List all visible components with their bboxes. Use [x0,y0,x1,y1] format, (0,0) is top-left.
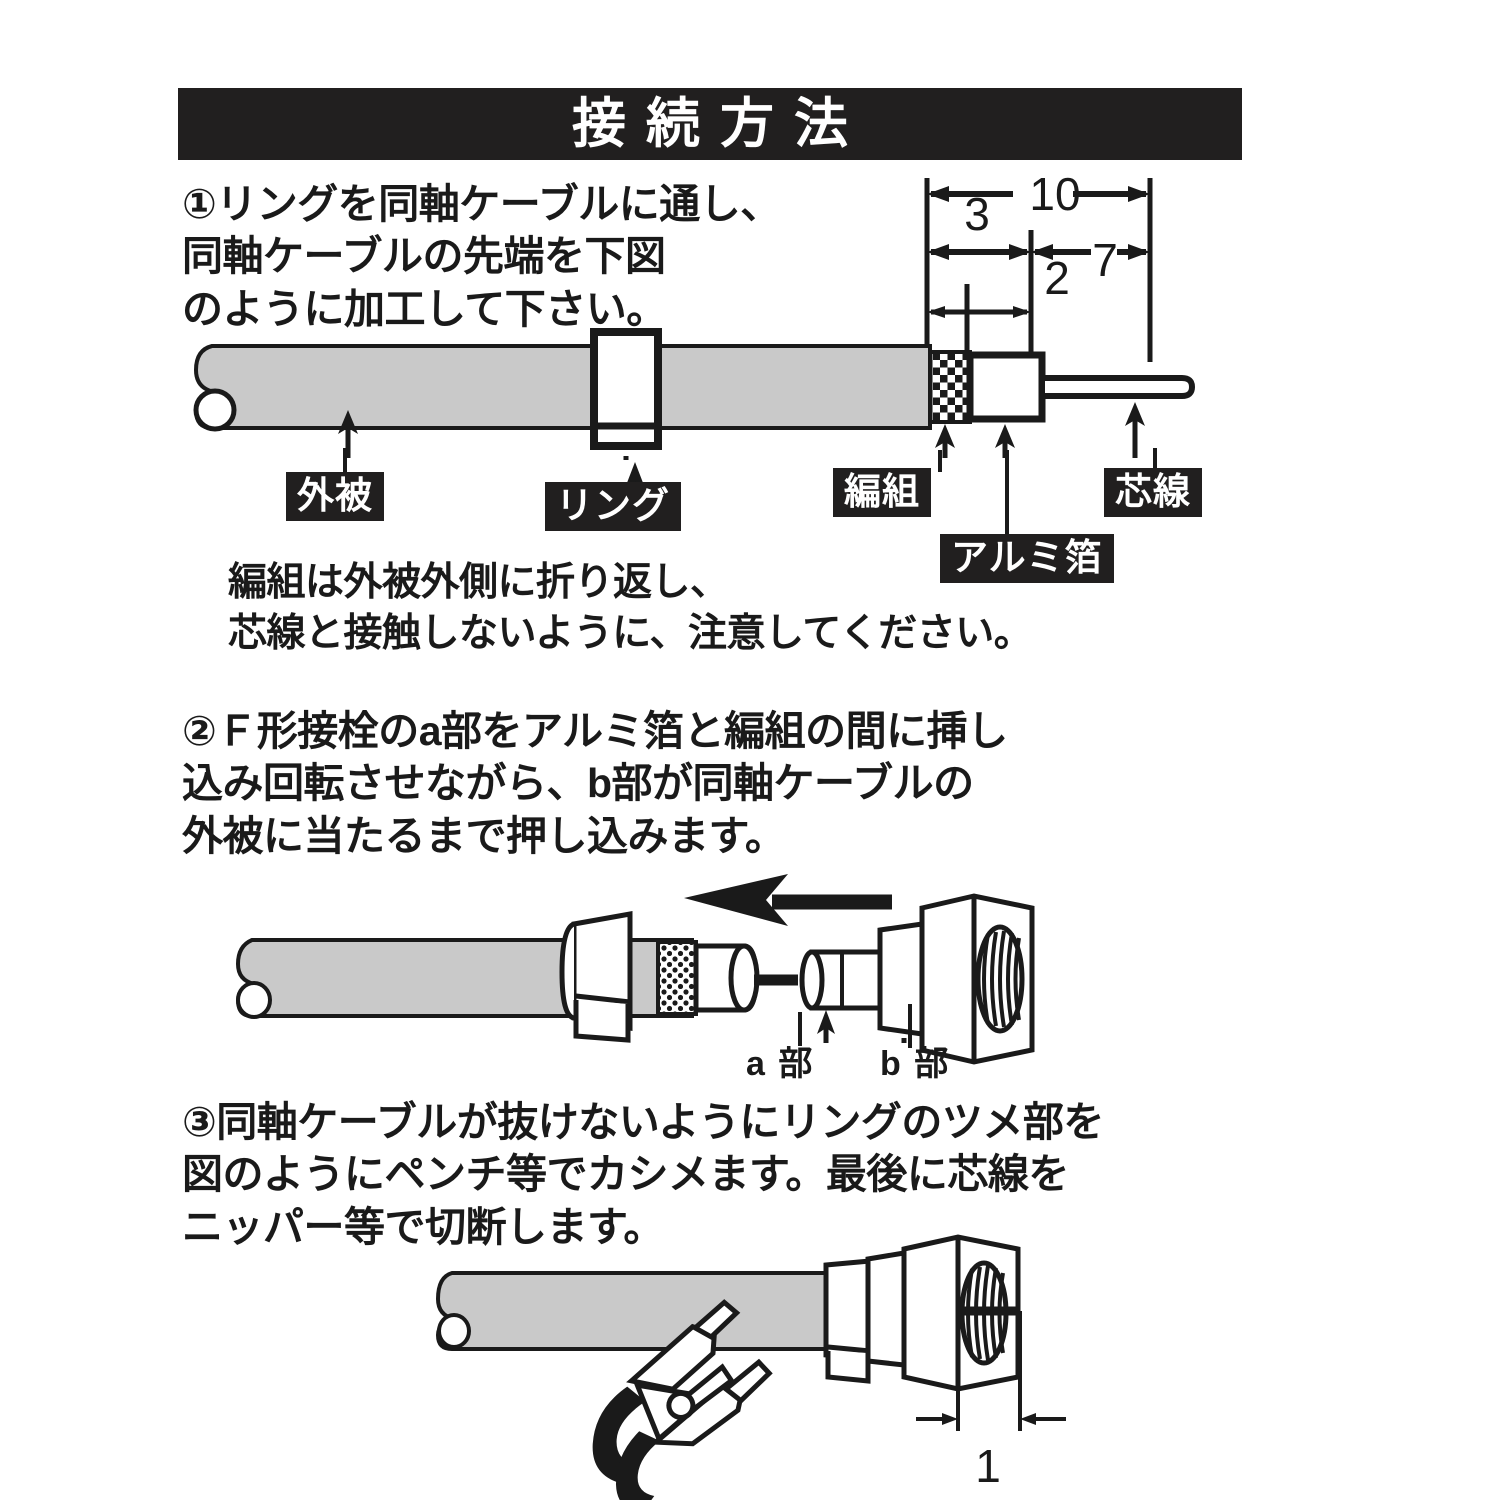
insertion-arrow [684,874,892,926]
arrow-part-a [817,1010,835,1034]
cable-sheath-3 [435,1271,832,1351]
cable-braid-2 [656,940,698,1016]
label-ring: リング [545,482,681,531]
cable-foil [966,351,1046,423]
page-title: 接続方法 [572,94,868,154]
arrow-core [1125,402,1145,426]
crimp-ring-2 [559,911,633,1043]
arrow-braid [935,424,955,448]
step-2-text: ②Ｆ形接栓のa部をアルミ箔と編組の間に挿し 込み回転させながら、b部が同軸ケーブ… [182,708,1008,859]
cable-cross-section [193,388,237,432]
label-foil: アルミ箔 [940,534,1114,583]
label-braid: 編組 [833,468,931,517]
figure-1-cable [190,328,1196,460]
pliers-icon [592,1299,773,1500]
title-banner: 接続方法 [178,88,1242,160]
step-1-text: ①リングを同軸ケーブルに通し、 同軸ケーブルの先端を下図 のように加工して下さい… [182,181,781,332]
label-core: 芯線 [1104,468,1202,517]
figure-3-crimping: 1 [430,1234,1090,1500]
figure-1-dimensions: 10 3 7 2 [905,168,1245,372]
dimension-10: 10 [1029,168,1080,220]
arrow-foil [995,424,1015,448]
braid-leader [935,450,945,472]
dimension-2: 2 [1044,252,1070,304]
dimension-1: 1 [975,1440,1001,1492]
connector-flange-3 [865,1250,907,1368]
arrow-ring [625,462,645,488]
dimension-gap-group: 1 [916,1311,1066,1492]
dimension-3: 3 [964,188,990,240]
dimension-7: 7 [1092,234,1118,286]
connector-part-a [799,949,885,1011]
part-a-leader [795,1012,805,1046]
sheath-leader [340,448,350,474]
arrow-sheath [338,410,358,434]
label-part-b: b 部 [880,1045,951,1083]
foil-leader [1002,450,1012,538]
cable-sheath [193,344,932,430]
step-3-text: ③同軸ケーブルが抜けないようにリングのツメ部を 図のようにペンチ等でカシメます。… [182,1099,1104,1250]
connector-hexnut-3 [901,1234,1021,1392]
figure-2-assembly [232,868,1052,1065]
step-1-note: 編組は外被外側に折り返し、 芯線と接触しないように、注意してください。 [228,561,1033,655]
crimped-ring [823,1258,873,1384]
part-b-leader [905,1004,915,1048]
cable-core [1039,375,1196,399]
label-part-a: a 部 [746,1045,815,1083]
cable-braid [928,350,972,424]
label-sheath: 外被 [286,472,384,521]
